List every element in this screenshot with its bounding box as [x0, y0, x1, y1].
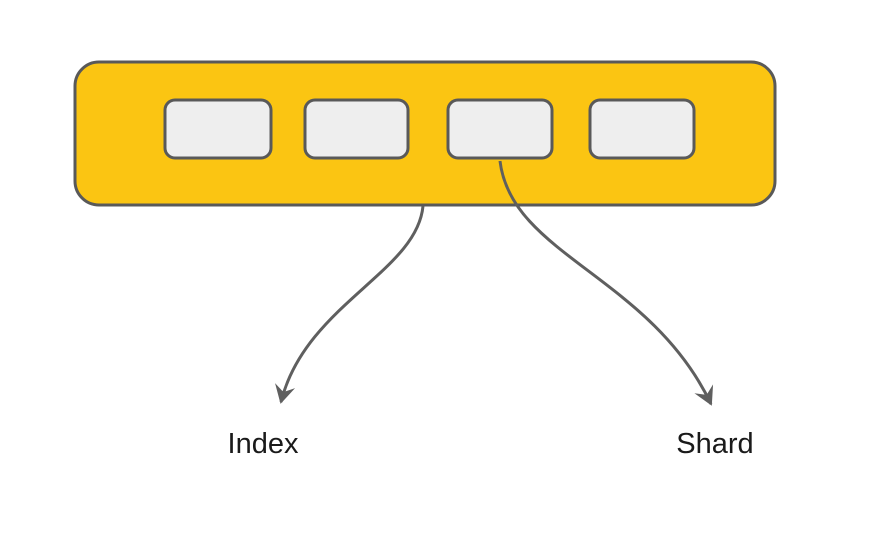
index-box	[73, 60, 777, 207]
shard-box	[588, 98, 696, 160]
shard-arrow	[498, 160, 714, 406]
index-arrow	[275, 205, 425, 404]
index-label: Index	[228, 428, 299, 460]
shard-box	[303, 98, 410, 160]
shard-box	[163, 98, 273, 160]
shard-label: Shard	[676, 428, 753, 460]
shard-box	[446, 98, 554, 160]
